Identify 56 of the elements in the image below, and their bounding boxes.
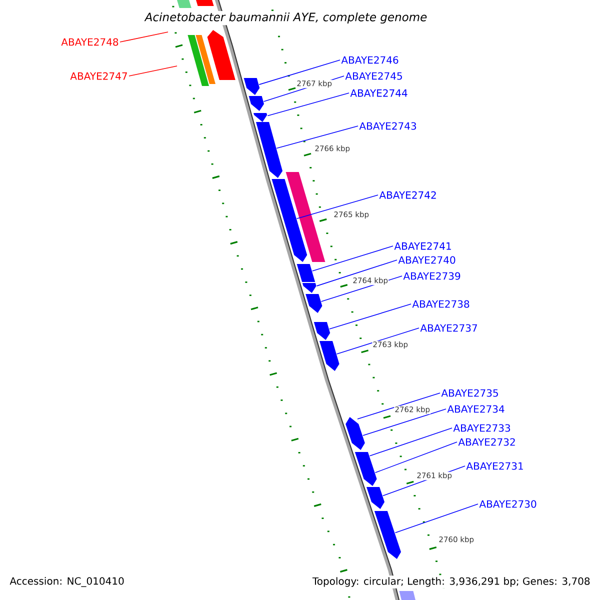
gene-label: ABAYE2744 [350,89,408,97]
leader-line [369,428,452,456]
gene-label: ABAYE2733 [453,424,510,432]
gene-label: ABAYE2738 [412,300,470,308]
gene-label: ABAYE2732 [458,438,515,446]
leader-line [336,328,420,354]
gene-label: ABAYE2747 [70,72,127,80]
gene-feature [244,78,260,95]
leader-line [276,126,358,149]
gene-feature [358,464,377,486]
map-title: Acinetobacter baumannii AYE, complete genome [143,10,429,26]
leader-line [374,442,458,474]
leader-line [316,260,398,286]
leader-line [357,392,440,420]
gene-label: ABAYE2735 [441,389,498,397]
gene-feature [256,122,282,178]
gene-feature [302,283,316,293]
gene-label: ABAYE2734 [447,405,504,413]
leader-line [120,32,168,42]
leader-line [329,304,412,330]
gene-feature [354,452,372,464]
gene-feature [196,35,216,84]
gene-feature [272,179,308,262]
gene-feature [207,30,236,80]
gene-feature [177,0,192,8]
leader-line [362,408,446,436]
gene-feature [366,487,384,509]
gene-label: ABAYE2740 [398,256,456,264]
gene-feature [196,0,214,6]
gene-feature [314,322,330,340]
gene-feature [248,96,264,111]
gene-feature [374,511,401,559]
gene-label: ABAYE2748 [61,38,118,46]
gene-label: ABAYE2745 [345,72,402,80]
gene-feature [254,113,268,122]
gene-label: ABAYE2731 [466,462,523,470]
gene-label: ABAYE2730 [479,500,536,508]
gene-label: ABAYE2742 [379,191,436,199]
gene-label: ABAYE2739 [403,272,460,280]
footer-text: Topology: circular; Length: 3,936,291 bp; Genes: 3,708 [310,576,592,588]
gene-feature [188,35,209,86]
leader-line [296,194,378,220]
leader-line [312,246,394,272]
leader-line [258,60,340,85]
gene-label: ABAYE2737 [420,324,477,332]
gene-label: ABAYE2741 [394,242,451,250]
leader-line [394,504,478,534]
gene-label: ABAYE2746 [341,56,398,64]
gene-feature [286,172,326,262]
gene-label: ABAYE2743 [359,122,416,130]
leader-line [267,92,350,116]
gene-feature [320,341,340,371]
footer-text: Accession: NC_010410 [8,576,126,588]
gene-feature [399,591,418,600]
gene-feature [346,417,359,425]
leader-line [128,66,178,76]
